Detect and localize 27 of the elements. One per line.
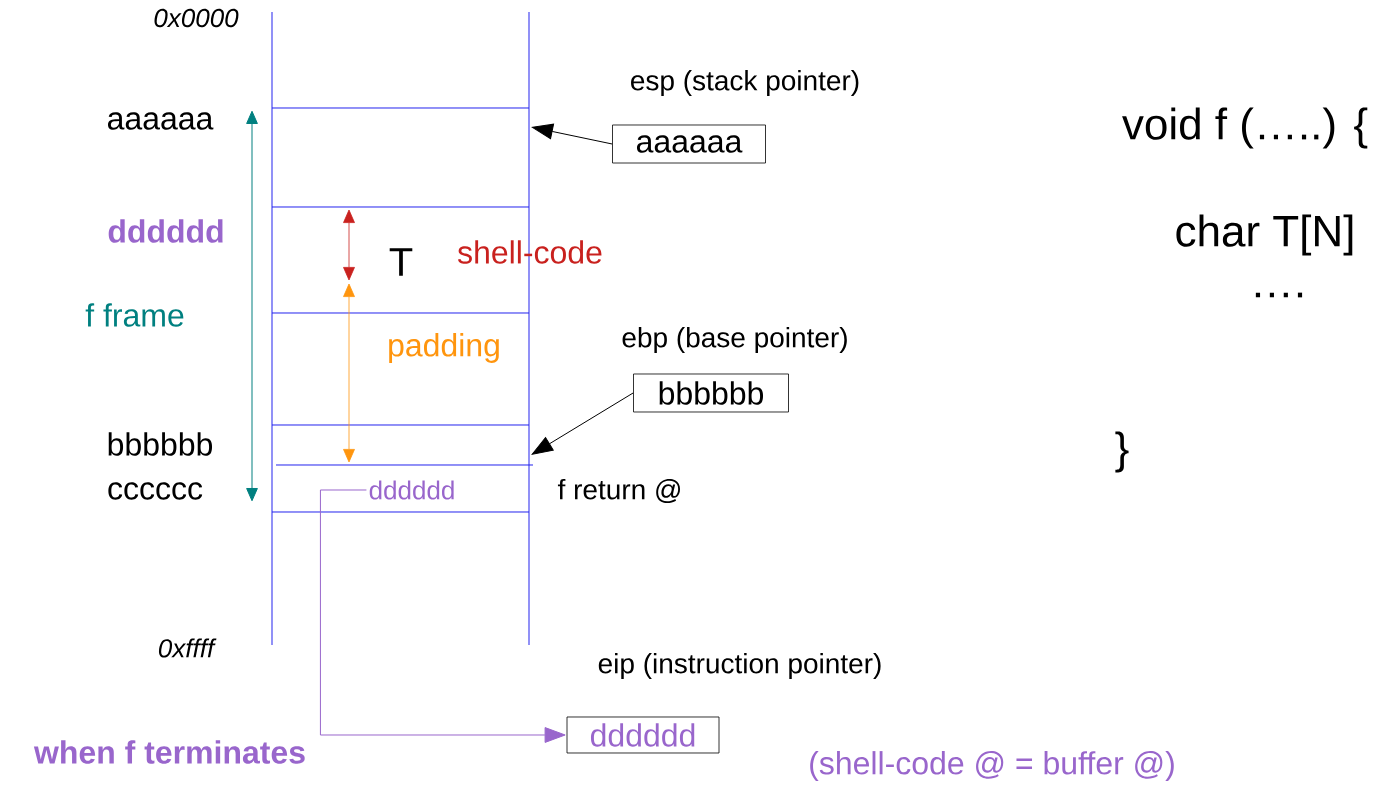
register-name: esp (stack pointer) bbox=[631, 69, 859, 97]
code-line: …. bbox=[1255, 292, 1303, 298]
address-label: 0x0000 bbox=[154, 8, 239, 28]
pointer-box: dddddd bbox=[566, 716, 720, 754]
register-name: eip (instruction pointer) bbox=[598, 652, 881, 680]
pointer-box: bbbbbb bbox=[633, 373, 789, 413]
note-text: when f terminates bbox=[33, 740, 305, 764]
pointer-arrow bbox=[531, 123, 613, 145]
pointer-box: aaaaaa bbox=[612, 124, 766, 164]
buffer-name: T bbox=[389, 248, 413, 276]
address-value: bbbbbb bbox=[108, 432, 213, 456]
address-value: aaaaaa bbox=[108, 112, 214, 130]
code-line: char T[N] bbox=[1176, 214, 1353, 256]
frame-label: f frame bbox=[85, 303, 184, 327]
region-label: padding bbox=[389, 333, 499, 363]
code-line: void f (…..) { bbox=[1122, 107, 1368, 149]
stack-cell-value: dddddd bbox=[369, 480, 454, 500]
region-label: shell-code bbox=[457, 240, 602, 264]
cell-label: f return @ bbox=[557, 478, 680, 504]
arrow bbox=[319, 489, 566, 743]
address-label: 0xffff bbox=[158, 638, 217, 658]
note-text: (shell-code @ = buffer @) bbox=[810, 751, 1174, 781]
pointer-arrow bbox=[531, 392, 634, 455]
code-line: } bbox=[1115, 431, 1129, 473]
address-value: dddddd bbox=[108, 219, 223, 243]
address-value: cccccc bbox=[108, 482, 203, 500]
register-name: ebp (base pointer) bbox=[622, 326, 847, 354]
